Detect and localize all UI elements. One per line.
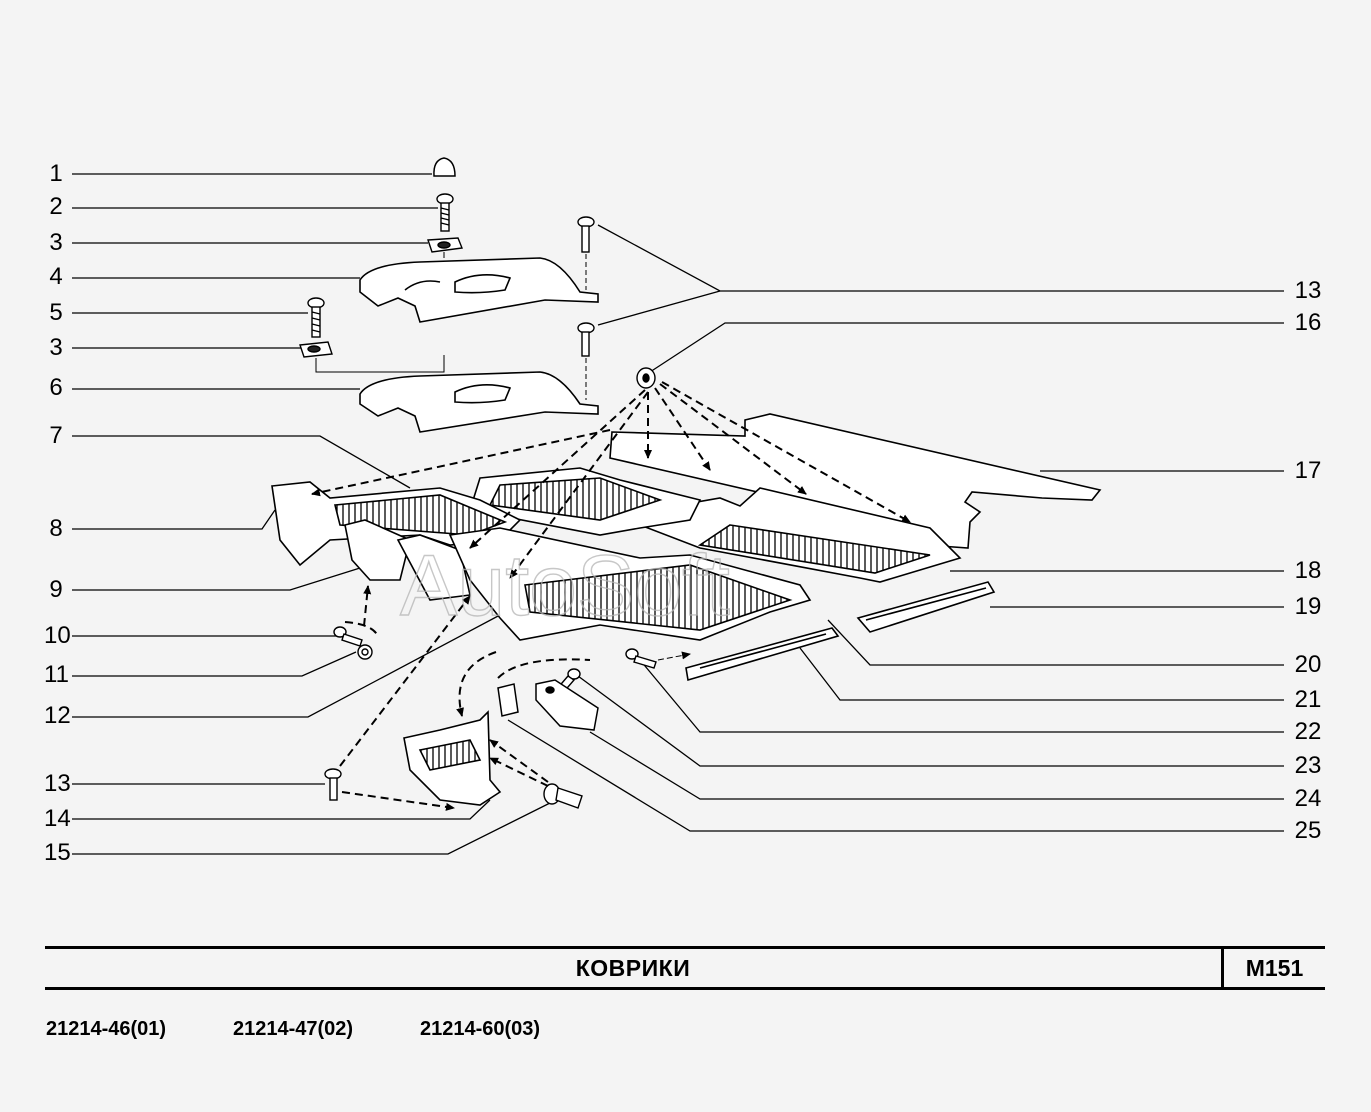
- leader-lines-right: [507, 224, 1284, 832]
- callout-number: 21: [1294, 686, 1322, 713]
- callout-number: 16: [1294, 309, 1322, 336]
- callout-number: 24: [1294, 785, 1322, 812]
- callout-number: 17: [1294, 457, 1322, 484]
- callout-number: 7: [49, 422, 63, 449]
- callout-number: 20: [1294, 651, 1322, 678]
- callout-number: 2: [49, 193, 63, 220]
- callout-number: 3: [49, 334, 63, 361]
- title-block: КОВРИКИ M151: [45, 946, 1325, 990]
- bolt-part-15: [543, 783, 583, 809]
- lower-trim-part: [359, 371, 599, 433]
- callout-number: 19: [1294, 593, 1322, 620]
- sill-strip-19: [856, 581, 996, 633]
- clip-part-upper: [427, 237, 463, 253]
- screw-part-10: [333, 626, 363, 647]
- diagram-title: КОВРИКИ: [575, 954, 691, 981]
- bracket-part-24: [535, 679, 599, 731]
- mount-bracket-part-14: [403, 710, 502, 806]
- clip-part-25: [497, 683, 519, 717]
- model-code: 21214-60(03): [420, 1018, 541, 1040]
- callout-number: 8: [49, 515, 63, 542]
- callout-number: 9: [49, 576, 63, 603]
- diagram-code: M151: [1245, 954, 1304, 981]
- washer-part-11: [357, 644, 373, 660]
- title-divider: [1221, 949, 1224, 987]
- sill-strip-21: [685, 627, 840, 682]
- callout-number: 25: [1294, 817, 1322, 844]
- front-right-mat-part: [639, 487, 962, 583]
- callout-number: 14: [44, 805, 71, 832]
- callout-number: 23: [1294, 752, 1322, 779]
- watermark: AutoSoft: [400, 538, 730, 634]
- callout-number: 15: [44, 839, 71, 866]
- screw-part-5: [307, 297, 325, 338]
- callout-number: 11: [44, 661, 69, 688]
- screw-part-13-a: [577, 216, 595, 253]
- callout-number: 12: [44, 702, 71, 729]
- tunnel-mat-part: [344, 519, 812, 641]
- callout-number: 6: [49, 374, 63, 401]
- model-code: 21214-46(01): [46, 1018, 167, 1040]
- screw-part-22: [625, 648, 657, 669]
- clip-part-lower: [299, 341, 333, 358]
- model-code: 21214-47(02): [233, 1018, 354, 1040]
- cap-part: [433, 157, 456, 177]
- callout-number: 13: [44, 770, 71, 797]
- callout-number: 22: [1294, 718, 1322, 745]
- upper-trim-part: [359, 257, 599, 323]
- callout-number: 13: [1294, 277, 1322, 304]
- callout-number: 4: [49, 263, 63, 290]
- screw-part-13-b: [577, 322, 595, 357]
- assembly-arrows: [311, 381, 911, 811]
- center-mat-part: [468, 467, 702, 536]
- callout-number: 18: [1294, 557, 1322, 584]
- callout-number: 3: [49, 229, 63, 256]
- screw-part-2: [436, 193, 454, 232]
- clip-part-16: [636, 367, 656, 389]
- callout-number: 5: [49, 299, 63, 326]
- screw-part-13-c: [324, 768, 342, 801]
- callout-number: 1: [49, 160, 63, 187]
- leader-lines-left: [72, 173, 553, 855]
- callout-number: 10: [44, 622, 71, 649]
